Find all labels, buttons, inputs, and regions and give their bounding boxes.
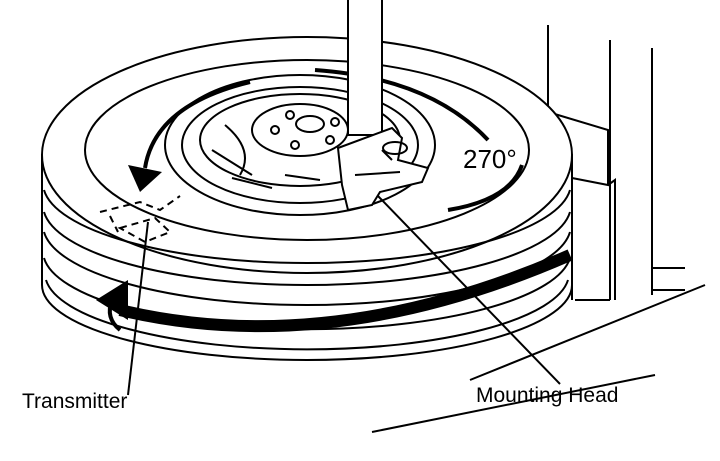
lower-arrow-head xyxy=(96,280,128,320)
upper-arrow-head xyxy=(128,165,162,192)
transmitter-outline xyxy=(99,195,181,244)
mounting-head-assembly xyxy=(336,0,430,212)
mounting-head-label: Mounting Head xyxy=(476,384,619,407)
floor-lines xyxy=(371,284,706,433)
leader-lines xyxy=(127,195,561,396)
upper-right-arrow-arc xyxy=(314,68,490,142)
right-arrow-arc xyxy=(447,164,524,212)
transmitter-leader-line xyxy=(127,221,149,396)
rotation-arrows xyxy=(107,68,524,332)
upper-left-arrow-arc xyxy=(143,80,251,169)
arrow-heads xyxy=(96,165,162,320)
rotation-angle-label: 270° xyxy=(463,144,517,174)
mounting-head-leader-line xyxy=(377,195,561,385)
transmitter-label: Transmitter xyxy=(22,390,128,413)
